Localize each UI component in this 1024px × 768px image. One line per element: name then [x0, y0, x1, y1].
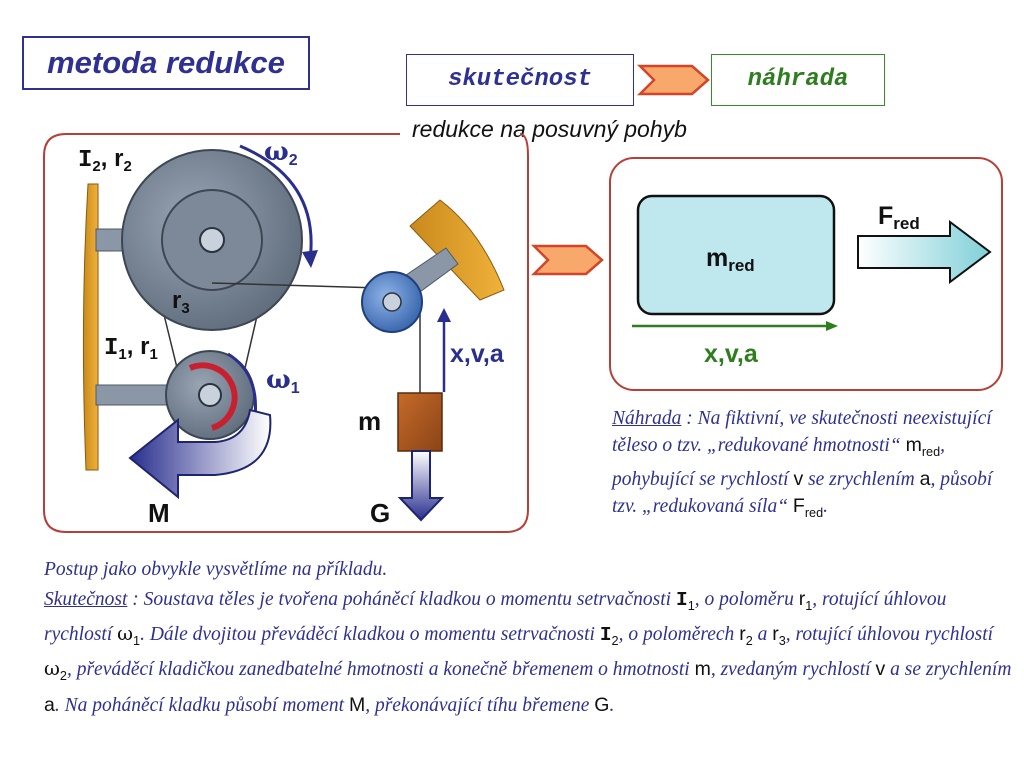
- wall-right-icon: [409, 199, 505, 301]
- label-M: M: [148, 498, 170, 528]
- subtitle: redukce na posuvný pohyb: [412, 116, 687, 142]
- reality-frame: [43, 133, 529, 533]
- label-m: m: [358, 406, 381, 436]
- moment-arrow-icon: [128, 408, 272, 500]
- label-omega1: ω1: [266, 365, 300, 397]
- label-xva-left: x,v,a: [450, 340, 505, 368]
- replacement-description: Náhrada : Na fiktivní, ve skutečnosti ne…: [612, 408, 993, 520]
- motion-arrowhead-icon: [826, 321, 838, 331]
- reduced-mass-label: mred: [706, 244, 755, 275]
- small-pulley-axle-icon: [382, 292, 402, 312]
- rope-top-line: [211, 282, 381, 289]
- label-I2-r2: I2, r2: [78, 145, 132, 175]
- reduced-force-arrow-icon: [857, 220, 992, 284]
- label-r3: r3: [172, 287, 190, 317]
- gravity-arrow-icon: [397, 450, 445, 522]
- header-chevron-arrow-icon: [636, 64, 710, 96]
- reality-description: Postup jako obvykle vysvětlíme na příkla…: [44, 559, 1012, 716]
- reduced-force-label: Fred: [878, 202, 920, 233]
- page-title: metoda redukce: [22, 36, 310, 90]
- omega2-arc-icon: [239, 144, 313, 261]
- omega2-arrowhead-icon: [302, 250, 318, 268]
- label-G: G: [370, 498, 390, 528]
- label-omega2: ω2: [264, 137, 298, 169]
- reduced-mass-block: [636, 194, 836, 316]
- label-xva-right: x,v,a: [704, 340, 759, 368]
- wall-left-icon: [82, 183, 99, 471]
- middle-chevron-arrow-icon: [530, 244, 604, 276]
- drive-pulley-red-band-icon: [188, 362, 238, 431]
- label-I1-r1: I1, r1: [104, 333, 158, 363]
- reality-box: skutečnost: [406, 54, 634, 106]
- velocity-arrowhead-icon: [437, 308, 451, 322]
- load-block-icon: [397, 392, 443, 452]
- double-pulley-axle-icon: [199, 227, 225, 253]
- replacement-frame: [609, 157, 1003, 391]
- mechanism-diagram: I2, r2 r3 I1, r1 ω2 ω1 x,v,a m M G mred …: [43, 64, 1003, 533]
- replacement-box: náhrada: [711, 54, 885, 106]
- drive-pulley-axle-icon: [198, 383, 222, 407]
